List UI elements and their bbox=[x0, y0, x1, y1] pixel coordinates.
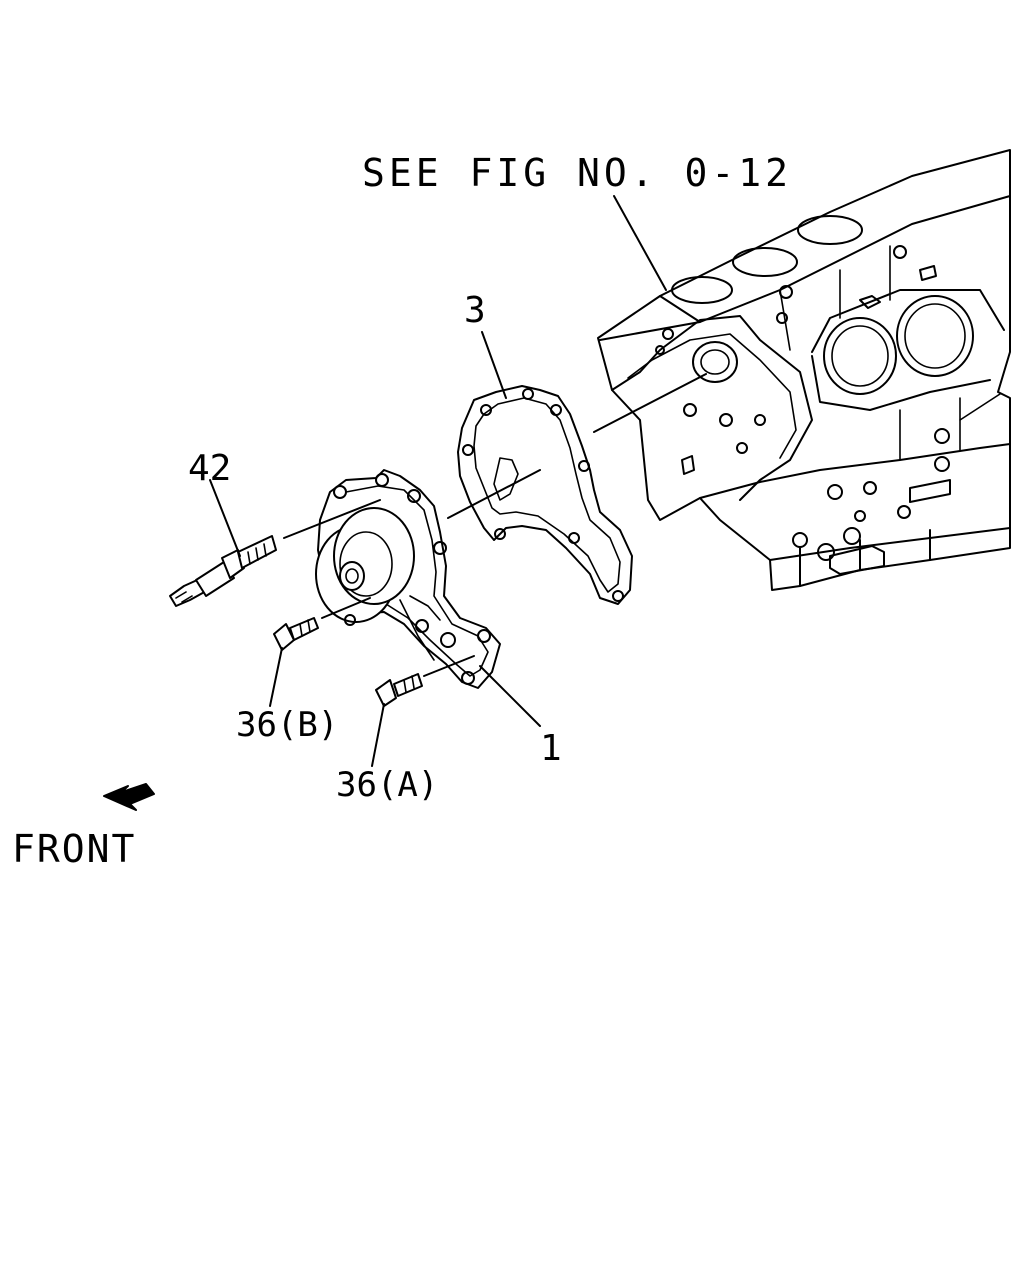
front-arrow-icon bbox=[103, 783, 155, 811]
bolt-b bbox=[273, 617, 319, 651]
water-pump-gasket bbox=[457, 385, 633, 605]
bolt-a bbox=[375, 673, 423, 707]
callout-36a: 36(A) bbox=[336, 765, 438, 805]
reference-note: SEE FIG NO. 0-12 bbox=[362, 151, 792, 195]
bolt-b-alignment-line bbox=[321, 597, 371, 619]
reference-leader bbox=[613, 195, 667, 291]
bolt-b-leader bbox=[269, 647, 283, 707]
gasket-leader bbox=[481, 331, 507, 399]
callout-42: 42 bbox=[188, 448, 231, 489]
callout-3: 3 bbox=[464, 290, 486, 331]
stud-alignment-line bbox=[283, 499, 381, 539]
front-label: FRONT bbox=[12, 827, 136, 871]
alignment-line-pump bbox=[447, 469, 541, 519]
pump-leader bbox=[479, 665, 541, 727]
engine-block bbox=[597, 149, 1011, 591]
stud bbox=[169, 535, 277, 607]
water-pump bbox=[315, 469, 501, 689]
stud-leader bbox=[209, 479, 241, 557]
bolt-a-alignment-line bbox=[423, 655, 475, 677]
callout-36b: 36(B) bbox=[236, 705, 338, 745]
alignment-line-block bbox=[593, 373, 707, 433]
callout-1: 1 bbox=[540, 728, 562, 769]
bolt-a-leader bbox=[371, 703, 385, 767]
